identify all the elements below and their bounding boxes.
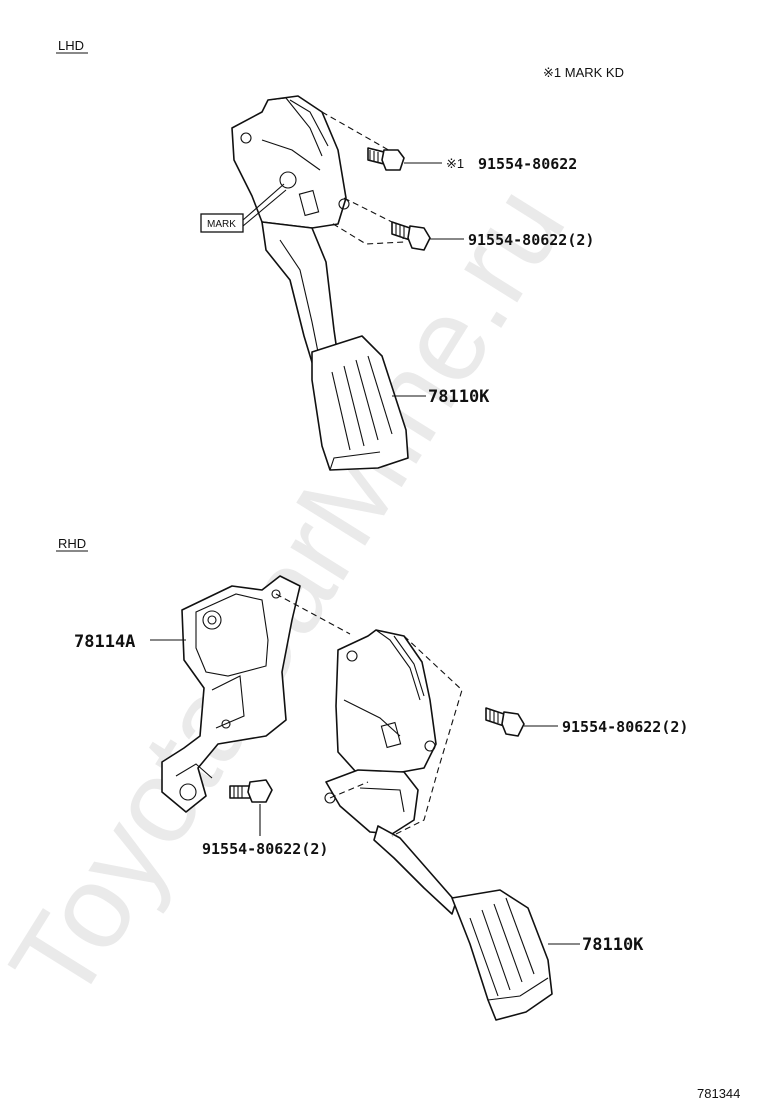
lhd-section: LHD ※1 MARK KD <box>56 38 624 471</box>
lhd-mark-label: MARK <box>207 219 236 230</box>
rhd-bolt-right-part: 91554-80622(2) <box>562 718 688 736</box>
lhd-note: ※1 MARK KD <box>543 65 624 80</box>
rhd-pedal-assembly[interactable] <box>324 629 553 1021</box>
lhd-pedal-assembly[interactable] <box>231 95 409 471</box>
rhd-bracket-part: 78114A <box>74 632 135 652</box>
lhd-section-label: LHD <box>58 38 84 53</box>
rhd-bolt-right[interactable] <box>485 707 525 737</box>
lhd-bolt-lower-part: 91554-80622(2) <box>468 231 594 249</box>
lhd-mark-leader-2 <box>242 189 287 227</box>
lhd-mark-leader <box>242 183 285 221</box>
rhd-pedal-part: 78110K <box>582 935 644 955</box>
rhd-section: RHD 78114A <box>56 536 688 1021</box>
lhd-bolt-marked-part: 91554-80622 <box>478 155 577 173</box>
lhd-bolt-marked[interactable] <box>367 147 405 171</box>
rhd-section-label: RHD <box>58 536 86 551</box>
rhd-bracket[interactable] <box>161 575 301 813</box>
lhd-assembly-lines <box>321 111 405 245</box>
lhd-mark-box <box>200 213 244 233</box>
diagram-id: 781344 <box>697 1086 740 1101</box>
lhd-bolt-marked-prefix: ※1 <box>446 156 464 171</box>
rhd-bolt-left[interactable] <box>229 779 273 803</box>
rhd-assembly-lines <box>275 593 463 837</box>
lhd-bolt-lower[interactable] <box>391 221 431 251</box>
rhd-bolt-left-part: 91554-80622(2) <box>202 840 328 858</box>
lhd-pedal-part: 78110K <box>428 387 490 407</box>
